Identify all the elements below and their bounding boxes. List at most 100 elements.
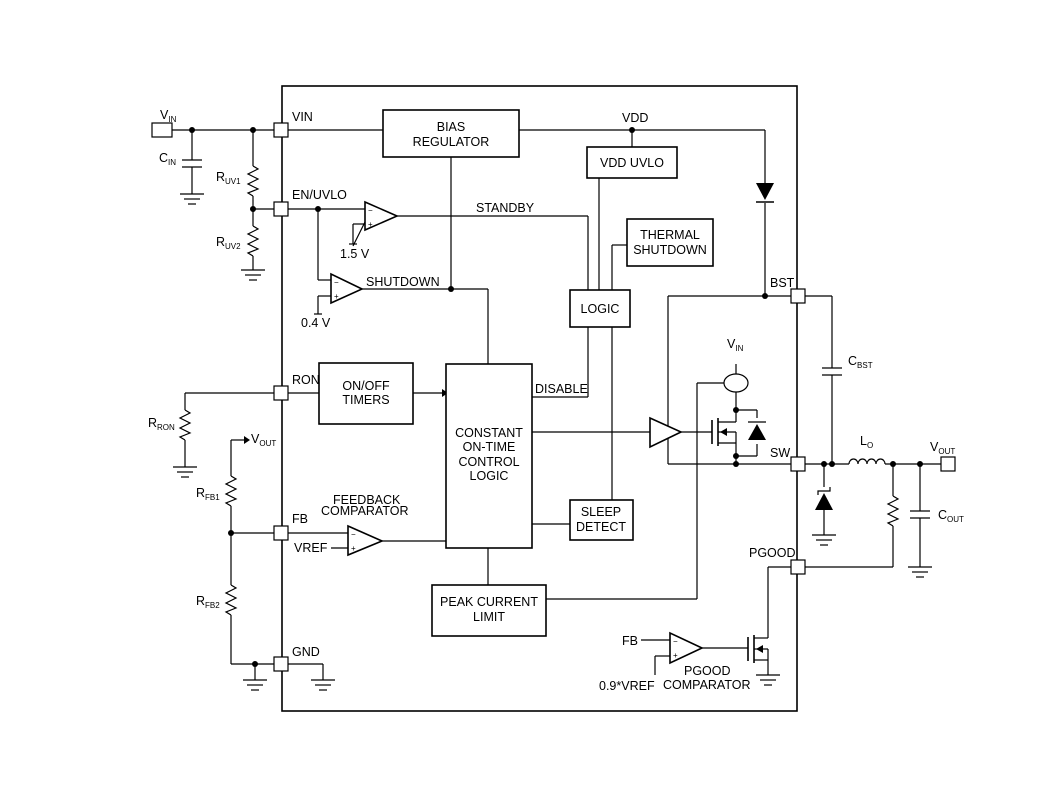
ground-icon [756,674,780,686]
ground-icons [173,193,932,691]
vout-fb-label: VOUT [251,432,276,448]
pgood-fb-label: FB [622,634,638,648]
svg-text:SLEEP: SLEEP [581,505,621,519]
rron-label: RRON [148,416,175,432]
disable-label: DISABLE [535,382,588,396]
sleep-detect-block: SLEEP DETECT [569,499,634,541]
pin-pgood [790,559,806,575]
vout-arrow-icon [244,436,250,444]
svg-text:−: − [351,530,356,539]
ruv2-resistor [246,225,260,257]
pgood-ref-label: 0.9*VREF [599,679,655,693]
vout-terminal [940,456,956,472]
ground-icon [311,679,335,691]
logic-block: LOGIC [569,289,631,328]
ruv1-label: RUV1 [216,170,241,186]
pin-pgood-label: PGOOD [749,546,796,560]
shutdown-comparator: − + [330,272,364,305]
bootstrap-diode-icon [756,183,774,203]
ground-icon [241,269,265,281]
schottky-diode-icon [815,487,833,510]
cbst-capacitor [822,367,842,376]
ground-icon [243,679,267,691]
pin-vin-label: VIN [292,110,313,124]
ground-icon [173,466,197,478]
svg-text:ON/OFF: ON/OFF [342,379,390,393]
ref-0v4-label: 0.4 V [301,316,331,330]
pin-bst [790,288,806,304]
junction-dots [189,127,923,667]
vout-terminal-label: VOUT [930,440,955,456]
wiring [172,129,955,680]
body-diode-icon [748,421,766,440]
lo-label: LO [860,434,873,450]
pin-en-uvlo [273,201,289,217]
vin-terminal-label: VIN [160,108,177,124]
current-sense-icon [723,373,749,393]
svg-text:−: − [368,206,373,215]
svg-text:SHUTDOWN: SHUTDOWN [633,243,707,257]
svg-text:TIMERS: TIMERS [342,393,389,407]
pin-sw [790,456,806,472]
pgood-comparator-label-2: COMPARATOR [663,678,751,692]
svg-text:THERMAL: THERMAL [640,228,700,242]
gate-driver-buffer [649,416,683,449]
standby-label: STANDBY [476,201,535,215]
svg-text:VDD UVLO: VDD UVLO [600,156,664,170]
pgood-pullup-resistor [886,495,900,527]
rfb2-resistor [224,584,238,616]
svg-text:DETECT: DETECT [576,520,626,534]
pgood-mosfet-icon [747,635,769,664]
arrow-icon [442,389,448,397]
pin-vin [273,122,289,138]
peak-current-limit-block: PEAK CURRENT LIMIT [431,584,547,637]
bias-regulator-block: BIAS REGULATOR [382,109,520,158]
rfb1-resistor [224,475,238,507]
rfb1-label: RFB1 [196,486,220,502]
svg-text:CONSTANT: CONSTANT [455,426,523,440]
on-off-timers-block: ON/OFF TIMERS [318,362,414,425]
vdd-label: VDD [622,111,648,125]
pin-ron [273,385,289,401]
pin-en-uvlo-label: EN/UVLO [292,188,347,202]
pin-sw-label: SW [770,446,790,460]
pin-fb-label: FB [292,512,308,526]
pins: VIN EN/UVLO RON FB GND BST SW PGOOD [273,110,806,672]
pin-fb [273,525,289,541]
svg-text:BIAS: BIAS [437,120,466,134]
vin-fet-label: VIN [727,337,744,353]
ground-icon [908,566,932,578]
lo-inductor [848,458,886,465]
svg-text:−: − [334,278,339,287]
svg-text:PEAK CURRENT: PEAK CURRENT [440,595,538,609]
ruv2-label: RUV2 [216,235,241,251]
rfb2-label: RFB2 [196,594,220,610]
pin-gnd-label: GND [292,645,320,659]
standby-comparator: − + [364,200,399,232]
ground-icon [180,193,204,205]
svg-text:LIMIT: LIMIT [473,610,505,624]
rron-resistor [178,409,192,441]
pgood-comparator: − + [669,631,704,665]
vdd-uvlo-block: VDD UVLO [586,146,678,179]
svg-text:+: + [334,292,339,301]
pin-gnd [273,656,289,672]
vref-label: VREF [294,541,328,555]
pin-bst-label: BST [770,276,795,290]
cin-label: CIN [159,151,176,167]
vin-terminal [151,122,173,138]
svg-text:LOGIC: LOGIC [581,302,620,316]
control-logic-block: CONSTANT ON-TIME CONTROL LOGIC [445,363,533,549]
svg-text:ON-TIME: ON-TIME [463,440,516,454]
shutdown-label: SHUTDOWN [366,275,440,289]
feedback-comparator-label-1: FEEDBACK [333,493,401,507]
svg-text:LOGIC: LOGIC [470,469,509,483]
cout-label: COUT [938,508,964,524]
ruv1-resistor [246,165,260,197]
svg-text:+: + [673,651,678,660]
thermal-shutdown-block: THERMAL SHUTDOWN [626,218,714,267]
cbst-label: CBST [848,354,873,370]
svg-text:REGULATOR: REGULATOR [413,135,490,149]
high-side-mosfet-icon [711,410,737,446]
